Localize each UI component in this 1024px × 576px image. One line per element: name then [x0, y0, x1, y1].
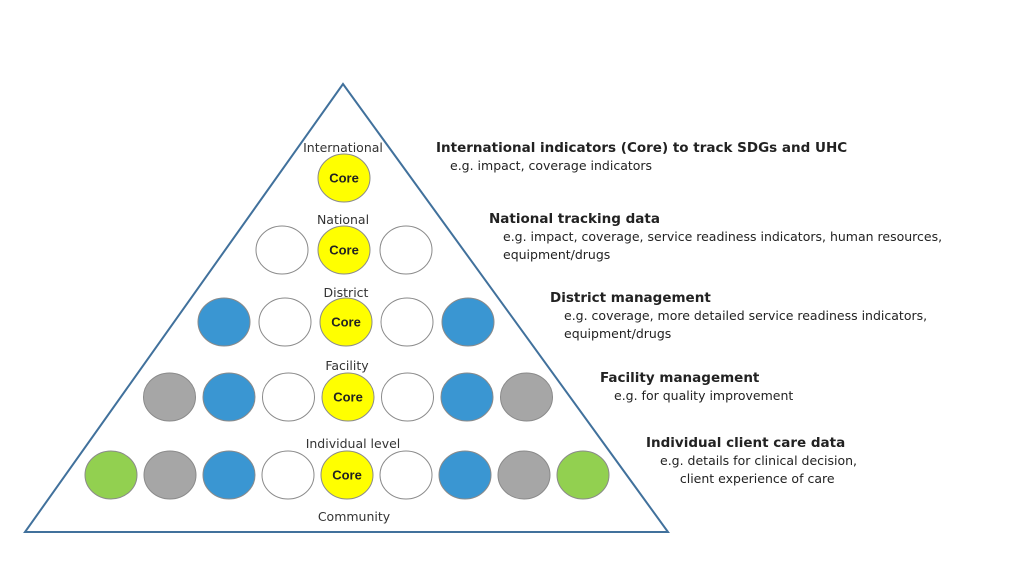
white-circle [261, 450, 315, 500]
green-circle [84, 450, 138, 500]
core-label: Core [333, 390, 363, 405]
description-line: e.g. for quality improvement [614, 388, 794, 403]
description-line: equipment/drugs [503, 246, 611, 262]
white-circle [262, 372, 315, 422]
core-circle [320, 450, 374, 500]
white-circle [380, 297, 434, 347]
description-line: e.g. impact, coverage, service readiness… [503, 229, 943, 244]
white-circle [379, 225, 433, 275]
description-district: District management e.g. coverage, more … [550, 289, 927, 342]
gray-circle [497, 450, 551, 500]
white-circle [381, 372, 434, 422]
level-label-district: District [324, 285, 369, 300]
gray-circle [143, 450, 197, 500]
gray-circle [143, 372, 196, 422]
description-facility: Facility management e.g. for quality imp… [600, 369, 793, 405]
description-line: client experience of care [660, 470, 835, 486]
core-circle [319, 297, 373, 347]
white-circle [258, 297, 312, 347]
core-label: Core [332, 468, 362, 483]
blue-circle [441, 297, 495, 347]
description-international: International indicators (Core) to track… [436, 139, 847, 175]
green-circle [556, 450, 610, 500]
description-national: National tracking data e.g. impact, cove… [489, 210, 942, 263]
white-circle [255, 225, 309, 275]
blue-circle [202, 372, 256, 422]
base-label-community: Community [318, 509, 391, 524]
core-circle [317, 225, 371, 275]
blue-circle [202, 450, 256, 500]
level-label-national: National [317, 212, 369, 227]
blue-circle [197, 297, 251, 347]
core-label: Core [329, 171, 359, 186]
description-line: e.g. impact, coverage indicators [450, 158, 653, 173]
description-title: District management [550, 290, 711, 306]
level-label-international: International [303, 140, 383, 155]
level-label-facility: Facility [325, 358, 369, 373]
description-title: Facility management [600, 370, 760, 386]
gray-circle [500, 372, 553, 422]
description-line: e.g. coverage, more detailed service rea… [564, 308, 928, 323]
description-title: International indicators (Core) to track… [436, 140, 848, 156]
core-label: Core [331, 315, 361, 330]
blue-circle [438, 450, 492, 500]
description-line: e.g. details for clinical decision, [660, 453, 858, 468]
core-circle [317, 153, 371, 203]
description-title: National tracking data [489, 211, 660, 227]
white-circle [379, 450, 433, 500]
description-line: equipment/drugs [564, 325, 672, 341]
core-label: Core [329, 243, 359, 258]
core-circle [321, 372, 375, 422]
description-individual: Individual client care data e.g. details… [646, 434, 857, 487]
description-title: Individual client care data [646, 435, 846, 451]
level-label-individual: Individual level [306, 436, 401, 451]
blue-circle [440, 372, 494, 422]
